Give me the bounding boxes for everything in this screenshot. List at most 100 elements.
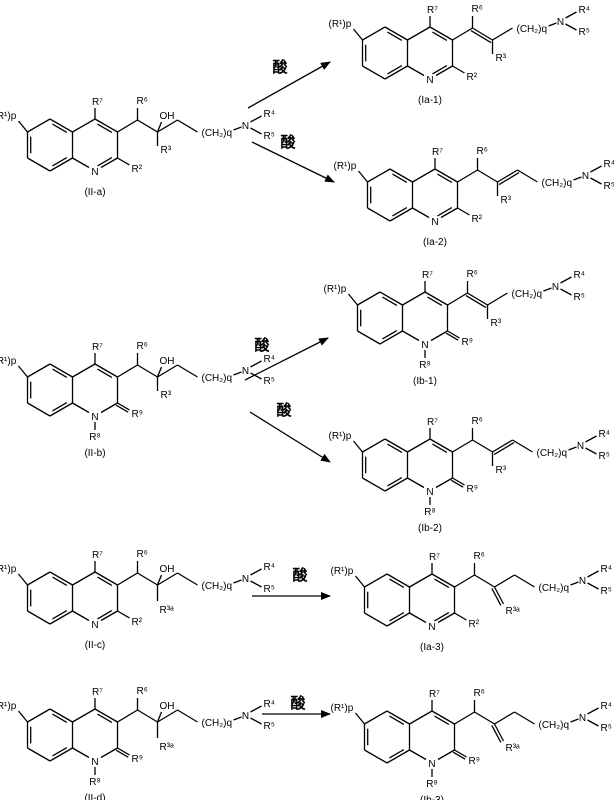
r1-bond xyxy=(347,293,359,306)
r6-label: R⁶ xyxy=(472,416,483,427)
chain-to-amine-bond xyxy=(233,371,242,376)
r4-bond xyxy=(590,165,602,173)
exocyclic-double-bond xyxy=(491,588,502,606)
pyridine-ring-bond xyxy=(402,291,426,306)
r5-bond xyxy=(565,23,577,31)
pyridine-double-bond xyxy=(427,296,443,306)
r2-bond xyxy=(117,610,130,619)
reaction-arrow xyxy=(247,61,331,109)
bond-line xyxy=(517,169,538,183)
bond-line xyxy=(514,574,535,588)
alkyl-chain-label: (CH₂)q xyxy=(539,583,570,594)
alkene-double-bond xyxy=(498,172,520,186)
carbonyl-double-bond xyxy=(452,751,466,760)
exocyclic-alkene-bond xyxy=(493,723,505,742)
pyridine-ring-bond xyxy=(100,747,118,759)
amine-nitrogen-label: N xyxy=(242,711,249,722)
amine-nitrogen-label: N xyxy=(579,576,586,587)
benzene-ring-bond xyxy=(367,207,391,222)
bond-line xyxy=(447,292,468,306)
pyridine-ring-bond xyxy=(94,708,118,723)
benzene-ring-bond xyxy=(362,26,386,41)
alkyl-chain-label: (CH₂)q xyxy=(512,289,543,300)
carbonyl-double-bond xyxy=(115,404,129,413)
r4-bond xyxy=(587,707,599,715)
hydroxyl-label: OH xyxy=(160,111,175,122)
r6-label: R⁶ xyxy=(474,551,485,562)
alkene-double-bond xyxy=(470,30,492,44)
pyridine-double-bond xyxy=(97,368,113,378)
r4-label: R⁴ xyxy=(604,159,614,170)
r4-bond xyxy=(565,11,577,19)
r1-label: (R¹)p xyxy=(0,564,17,575)
r5-label: R⁵ xyxy=(264,584,275,595)
r4-bond xyxy=(250,705,262,713)
benzene-double-bond xyxy=(52,747,68,757)
product-label: (Ia-2) xyxy=(423,237,447,248)
pyridine-ring-bond xyxy=(429,26,453,41)
r5-label: R⁵ xyxy=(264,376,275,387)
r6-label: R⁶ xyxy=(137,549,148,560)
r6-label: R⁶ xyxy=(137,686,148,697)
benzene-ring-bond xyxy=(49,610,73,625)
reaction-arrow xyxy=(244,337,329,381)
alkyl-chain-label: (CH₂)q xyxy=(202,128,233,139)
pyridine-ring-bond xyxy=(72,571,96,586)
alkene-double-bond xyxy=(493,442,515,456)
r2-label: R⁹ xyxy=(132,409,144,420)
r1-label: (R¹)p xyxy=(331,566,354,577)
benzene-double-bond xyxy=(387,65,403,75)
r2-label: R⁹ xyxy=(469,756,481,767)
benzene-double-bond xyxy=(52,610,68,620)
r2-label: R² xyxy=(472,214,483,225)
benzene-ring-bond xyxy=(389,168,413,183)
r1-label: (R¹)p xyxy=(0,356,17,367)
pyridine-ring-bond xyxy=(72,610,90,622)
n-substituent-label: R⁸ xyxy=(89,777,100,788)
amine-nitrogen-label: N xyxy=(582,171,589,182)
benzene-double-bond xyxy=(52,157,68,167)
bond-line xyxy=(137,119,158,133)
benzene-double-bond xyxy=(389,612,405,622)
pyridine-ring-bond xyxy=(424,291,448,306)
alkyl-chain-label: (CH₂)q xyxy=(202,718,233,729)
r1-bond xyxy=(17,365,29,378)
r2-bond xyxy=(452,65,465,74)
r3a-label: R³ᵃ xyxy=(506,606,521,617)
r1-bond xyxy=(352,28,364,41)
benzene-ring-bond xyxy=(362,438,386,453)
ring-nitrogen-label: N xyxy=(421,340,428,351)
pyridine-ring-bond xyxy=(72,363,96,378)
r5-label: R⁵ xyxy=(599,451,610,462)
r4-bond xyxy=(250,568,262,576)
chain-to-amine-bond xyxy=(233,716,242,721)
reactant-label: (II-a) xyxy=(84,187,105,198)
bond-line xyxy=(487,292,508,306)
pyridine-ring-bond xyxy=(407,477,425,489)
pyridine-ring-bond xyxy=(409,710,433,725)
chain-to-amine-bond xyxy=(570,581,579,586)
pyridine-ring-bond xyxy=(94,571,118,586)
amine-nitrogen-label: N xyxy=(552,282,559,293)
benzene-double-bond xyxy=(392,207,408,217)
r5-label: R⁵ xyxy=(604,181,614,192)
r7-label: R⁷ xyxy=(92,687,103,698)
acid-reagent-label: 酸 xyxy=(290,694,306,712)
hydroxyl-bond xyxy=(156,366,163,378)
r4-label: R⁴ xyxy=(601,564,613,575)
pyridine-double-bond xyxy=(437,173,453,183)
r7-label: R⁷ xyxy=(429,689,440,700)
ring-nitrogen-label: N xyxy=(428,759,435,770)
benzene-ring-bond xyxy=(27,747,51,762)
amine-nitrogen-label: N xyxy=(242,366,249,377)
reaction-arrow xyxy=(251,141,335,183)
benzene-ring-bond xyxy=(386,710,410,725)
bond-line xyxy=(492,439,513,453)
chain-to-amine-bond xyxy=(543,287,552,292)
bond-line xyxy=(474,711,495,725)
r5-label: R⁵ xyxy=(574,292,585,303)
bond-line xyxy=(157,364,178,378)
benzene-double-bond xyxy=(387,31,403,41)
